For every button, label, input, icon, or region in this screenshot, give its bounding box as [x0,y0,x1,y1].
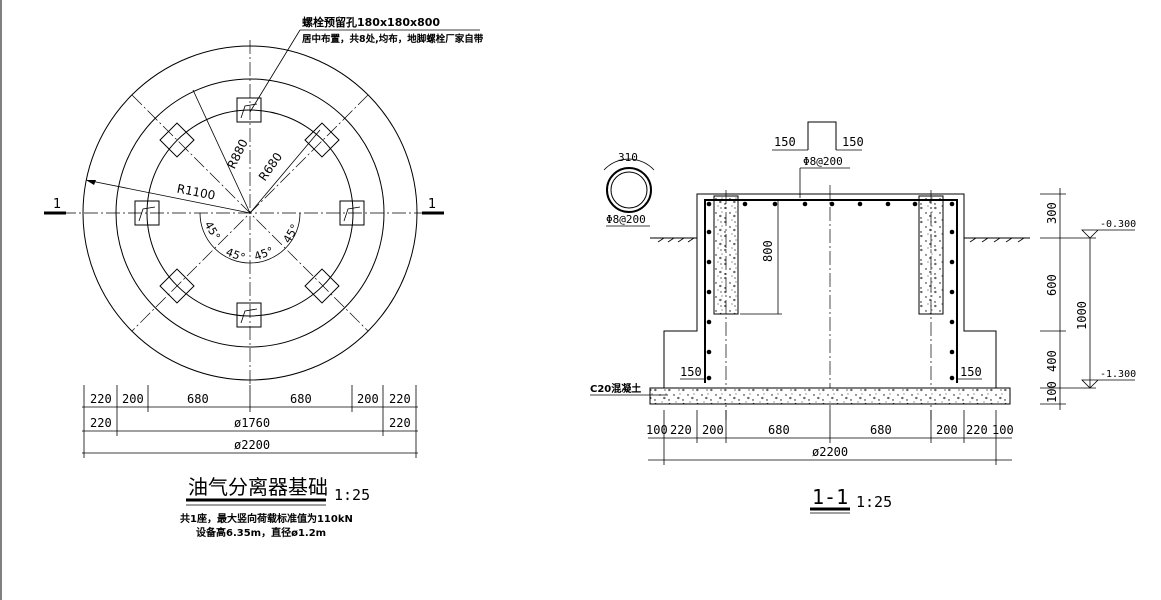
r1100-leader [85,179,251,214]
equipment-outline [807,121,837,150]
rebar-cage [704,199,958,383]
depth-800: 800 [761,240,775,262]
angle-label-1: 45° [202,219,223,242]
dim-row1-1: 220 [90,392,112,406]
bolt-hole-left-detail [138,206,156,222]
ring-rebar-label: Φ8@200 [606,213,646,226]
bolt-hole-top [236,97,262,123]
angle-arc [199,212,301,264]
top-dim-left: 150 [774,135,796,149]
dim-row2-1: 220 [90,416,112,430]
plan-desc-line1: 共1座，最大竖向荷载标准值为110kN [180,512,353,525]
dim-row1-5: 200 [357,392,379,406]
elev-marker-bottom [1081,379,1135,389]
dim-row2-2: ø1760 [234,416,270,430]
section-scale: 1:25 [856,493,892,511]
bolt-hole-top-left [159,122,195,158]
ring-dim-arc [603,158,655,171]
angle-label-3: 45° [252,244,275,263]
plan-view: 1 1 R1100 R880 R680 45° 45° 45° [44,15,484,539]
elev-top: -0.300 [1100,219,1136,230]
c20-concrete-pad [649,387,1011,405]
top-dim-right: 150 [842,135,864,149]
side-dim-100: 100 [1045,381,1059,403]
bolt-hole-bottom [236,302,262,328]
bottom-dim-ticks [663,410,997,465]
plan-scale: 1:25 [334,486,370,504]
side-dim-600: 600 [1045,274,1059,296]
side-dim-ticks [1040,193,1096,405]
bolt-note-line2: 居中布置，共8处,均布，地脚螺栓厂家自带 [302,33,484,45]
dim-row1-6: 220 [389,392,411,406]
side-dim-400: 400 [1045,350,1059,372]
dim-row1-2: 200 [122,392,144,406]
bolt-hole-top-detail [240,103,258,119]
side-dim-300: 300 [1045,202,1059,224]
bolt-hole-top-right [304,122,340,158]
bottom-total: ø2200 [812,445,848,459]
bottom-dim-4: 680 [768,423,790,437]
side-dim-1000: 1000 [1075,301,1089,330]
right-150: 150 [960,365,982,379]
section-view: 150 150 Φ8@200 310 Φ8@200 [590,121,1136,514]
bottom-dim-8: 100 [992,423,1014,437]
ground-hatch-right [969,237,1025,243]
r1100-arrowhead [86,180,96,185]
plan-desc-line2: 设备高6.35m，直径ø1.2m [196,526,326,539]
bolt-hole-bottom-left [159,268,195,304]
bolt-hole-right [339,200,365,226]
ring-dim: 310 [618,151,638,164]
bottom-dim-7: 220 [966,423,988,437]
dim-row2-3: 220 [389,416,411,430]
note-leader [249,29,301,113]
ring-rebar-inner [610,171,648,209]
bottom-dim-5: 680 [870,423,892,437]
bolt-holes [134,97,365,328]
section-title: 1-1 [812,485,848,509]
bottom-dim-2: 220 [670,423,692,437]
ground-hatch-left [657,237,695,243]
dim-row1-4: 680 [290,392,312,406]
elev-bot: -1.300 [1100,369,1136,380]
bolt-hole-left [134,200,160,226]
r880-leader [192,89,251,214]
bottom-dim-1: 100 [646,423,668,437]
bolt-note-line1: 螺栓预留孔180x180x800 [302,15,440,29]
plan-dimensions: 220 200 680 680 200 220 220 ø1760 220 ø2… [82,385,418,458]
rebar-dots [706,201,955,381]
bottom-dim-6: 200 [936,423,958,437]
bolt-hole-right-detail [343,206,361,222]
top-rebar-label: Φ8@200 [803,155,843,168]
dim-row3-total: ø2200 [234,438,270,452]
section-mark-right: 1 [428,197,436,212]
bolt-hole-bottom-right [304,268,340,304]
angle-label-2: 45° [224,246,247,265]
r680-leader [249,129,321,214]
r880-label: R880 [224,137,250,171]
bottom-dim-3: 200 [702,423,724,437]
plan-title: 油气分离器基础 [188,475,328,499]
left-150: 150 [680,365,702,379]
r680-label: R680 [256,150,285,184]
section-mark-left: 1 [53,197,61,212]
dim-extension-lines [83,385,417,458]
bolt-hole-bottom-detail [240,308,258,324]
dim-row1-3: 680 [187,392,209,406]
elev-marker-top [1081,229,1135,239]
ring-rebar-outer [606,167,652,213]
c20-label: C20混凝土 [590,382,641,395]
